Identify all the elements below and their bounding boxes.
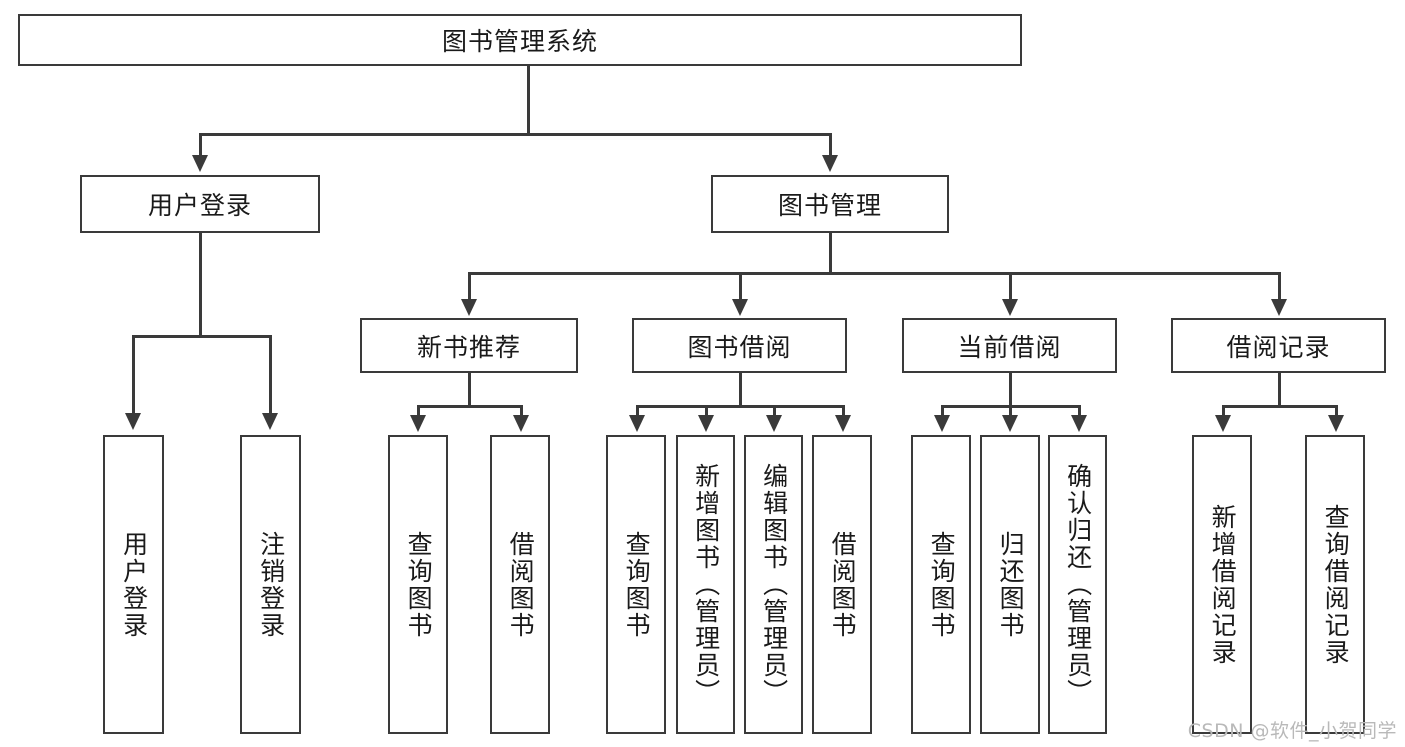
leaf-bb-query-book[interactable]: 查询图书 — [606, 435, 666, 734]
connector-bb-bar — [636, 405, 844, 408]
arrowhead-bb-to-leaf-3 — [766, 415, 782, 432]
arrowhead-cb-to-leaf-3 — [1071, 415, 1087, 432]
connector-cb-stem — [1009, 373, 1012, 407]
arrowhead-cb-to-leaf-2 — [1002, 415, 1018, 432]
leaf-nbr-query-book[interactable]: 查询图书 — [388, 435, 448, 734]
node-label: 图书管理 — [777, 191, 882, 220]
connector-cb-to-leaf-2 — [1009, 405, 1012, 417]
arrowhead-root-to-user-login — [192, 155, 208, 172]
arrowhead-bb-to-leaf-4 — [835, 415, 851, 432]
connector-book-management-bar — [468, 272, 1280, 275]
arrowhead-nbr-to-leaf-1 — [410, 415, 426, 432]
arrowhead-br-to-leaf-2 — [1328, 415, 1344, 432]
node-label: 图书管理系统 — [441, 27, 598, 56]
connector-bb-to-leaf-3 — [773, 405, 776, 417]
connector-bb-to-leaf-4 — [842, 405, 845, 417]
node-label: 查询图书 — [927, 530, 957, 639]
connector-bb-to-leaf-1 — [636, 405, 639, 417]
node-label: 新书推荐 — [416, 332, 521, 362]
leaf-br-add-record[interactable]: 新增借阅记录 — [1192, 435, 1252, 734]
node-book-borrow[interactable]: 图书借阅 — [632, 318, 847, 373]
arrowhead-user-login-to-leaf-2 — [262, 413, 278, 430]
arrowhead-user-login-to-leaf-1 — [125, 413, 141, 430]
arrowhead-br-to-leaf-1 — [1215, 415, 1231, 432]
connector-root-to-book-management — [829, 133, 832, 157]
node-new-book-recommend[interactable]: 新书推荐 — [360, 318, 578, 373]
arrowhead-bb-to-leaf-1 — [629, 415, 645, 432]
connector-cb-to-leaf-3 — [1078, 405, 1081, 417]
node-label: 借阅记录 — [1226, 332, 1331, 362]
node-label: 查询图书 — [404, 530, 434, 639]
node-borrow-record[interactable]: 借阅记录 — [1171, 318, 1386, 373]
csdn-watermark: CSDN @软件_小贺同学 — [1187, 720, 1397, 742]
arrowhead-root-to-book-management — [822, 155, 838, 172]
connector-cb-to-leaf-1 — [941, 405, 944, 417]
node-label: 图书借阅 — [687, 332, 792, 362]
node-label: 借阅图书 — [828, 530, 858, 639]
arrowhead-bm-to-current-borrow — [1002, 299, 1018, 316]
leaf-bb-edit-book-admin[interactable]: 编辑图书（管理员） — [744, 435, 803, 734]
connector-bb-to-leaf-2 — [705, 405, 708, 417]
leaf-cb-return-book[interactable]: 归还图书 — [980, 435, 1040, 734]
connector-user-login-to-leaf-1 — [132, 335, 135, 415]
connector-root-stem — [527, 66, 530, 135]
leaf-cb-confirm-return-admin[interactable]: 确认归还（管理员） — [1048, 435, 1107, 734]
connector-bb-stem — [739, 373, 742, 407]
connector-root-bar — [199, 133, 831, 136]
connector-user-login-bar — [132, 335, 271, 338]
node-label: 编辑图书（管理员） — [759, 463, 789, 706]
arrowhead-bm-to-book-borrow — [732, 299, 748, 316]
arrowhead-cb-to-leaf-1 — [934, 415, 950, 432]
connector-bm-to-current-borrow — [1009, 272, 1012, 301]
connector-book-management-stem — [829, 233, 832, 274]
connector-nbr-to-leaf-2 — [520, 405, 523, 417]
connector-nbr-bar — [417, 405, 522, 408]
node-label: 查询图书 — [622, 530, 652, 639]
connector-br-to-leaf-1 — [1222, 405, 1225, 417]
connector-bm-to-book-borrow — [739, 272, 742, 301]
connector-bm-to-borrow-record — [1278, 272, 1281, 301]
leaf-user-login-logout[interactable]: 注销登录 — [240, 435, 301, 734]
arrowhead-bm-to-borrow-record — [1271, 299, 1287, 316]
node-label: 用户登录 — [147, 191, 252, 220]
connector-nbr-stem — [468, 373, 471, 407]
leaf-bb-borrow-book[interactable]: 借阅图书 — [812, 435, 872, 734]
connector-nbr-to-leaf-1 — [417, 405, 420, 417]
connector-bm-to-new-book — [468, 272, 471, 301]
arrowhead-nbr-to-leaf-2 — [513, 415, 529, 432]
node-label: 借阅图书 — [506, 530, 536, 639]
node-current-borrow[interactable]: 当前借阅 — [902, 318, 1117, 373]
connector-br-bar — [1222, 405, 1337, 408]
node-label: 确认归还（管理员） — [1063, 463, 1093, 706]
arrowhead-bm-to-new-book — [461, 299, 477, 316]
node-user-login[interactable]: 用户登录 — [80, 175, 320, 233]
connector-user-login-stem — [199, 233, 202, 337]
node-label: 注销登录 — [256, 530, 286, 639]
connector-br-stem — [1278, 373, 1281, 407]
node-label: 用户登录 — [119, 530, 149, 639]
leaf-bb-add-book-admin[interactable]: 新增图书（管理员） — [676, 435, 735, 734]
node-label: 新增图书（管理员） — [691, 463, 721, 706]
node-root-book-management-system[interactable]: 图书管理系统 — [18, 14, 1022, 66]
node-label: 查询借阅记录 — [1321, 503, 1351, 666]
leaf-user-login-login[interactable]: 用户登录 — [103, 435, 164, 734]
arrowhead-bb-to-leaf-2 — [698, 415, 714, 432]
connector-user-login-to-leaf-2 — [269, 335, 272, 415]
leaf-br-query-record[interactable]: 查询借阅记录 — [1305, 435, 1365, 734]
node-label: 当前借阅 — [957, 332, 1062, 362]
node-book-management[interactable]: 图书管理 — [711, 175, 949, 233]
node-label: 新增借阅记录 — [1208, 503, 1238, 666]
connector-root-to-user-login — [199, 133, 202, 157]
leaf-cb-query-book[interactable]: 查询图书 — [911, 435, 971, 734]
leaf-nbr-borrow-book[interactable]: 借阅图书 — [490, 435, 550, 734]
connector-br-to-leaf-2 — [1335, 405, 1338, 417]
node-label: 归还图书 — [996, 530, 1026, 639]
